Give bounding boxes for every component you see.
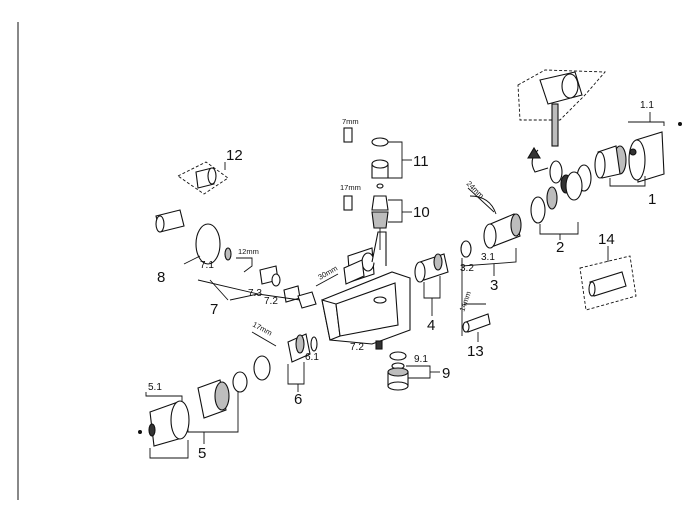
mounting-nut-part-2 bbox=[530, 171, 583, 240]
check-valve-part-3 bbox=[460, 195, 522, 276]
mixer-body bbox=[321, 231, 411, 345]
callout-11: 11 bbox=[413, 153, 429, 170]
control-handle-part-5 bbox=[138, 355, 271, 459]
callout-7-3: 7.3 bbox=[248, 288, 262, 299]
callout-9: 9 bbox=[442, 365, 450, 382]
diverter-knob-part-6 bbox=[287, 333, 318, 392]
thermostat-cartridge-part bbox=[517, 69, 606, 194]
callout-6-1: 6.1 bbox=[305, 352, 319, 363]
diverter-part-10-11 bbox=[343, 127, 412, 250]
inlet-connector-part-4 bbox=[414, 253, 449, 316]
callout-1-1: 1.1 bbox=[640, 100, 654, 111]
callout-6: 6 bbox=[294, 391, 302, 408]
extension-part-13 bbox=[461, 260, 491, 342]
tool-label-30mm: 30mm bbox=[317, 264, 340, 282]
callout-4: 4 bbox=[427, 317, 435, 334]
tool-label-12mm: 12mm bbox=[238, 247, 259, 256]
connection-part-7 bbox=[197, 259, 365, 309]
callout-12: 12 bbox=[226, 147, 243, 164]
callout-14: 14 bbox=[598, 231, 615, 248]
tool-label-17mm-top: 17mm bbox=[340, 183, 361, 192]
tool-label-17mm-left: 17mm bbox=[251, 320, 274, 338]
thermostat-handle-part bbox=[594, 112, 682, 187]
callout-7-2a: 7.2 bbox=[264, 296, 278, 307]
callout-7: 7 bbox=[210, 301, 218, 318]
wrench-17mm-left bbox=[251, 331, 277, 347]
cover-part-12 bbox=[177, 161, 229, 195]
callout-9-1: 9.1 bbox=[414, 354, 428, 365]
wrench-30mm bbox=[315, 273, 339, 287]
tool-label-7mm: 7mm bbox=[342, 117, 359, 126]
callout-10: 10 bbox=[413, 204, 430, 221]
callout-5: 5 bbox=[198, 445, 206, 462]
wrench-24mm bbox=[467, 187, 495, 213]
tool-label-14mm: 14mm bbox=[457, 290, 473, 313]
allen-key-12mm bbox=[236, 257, 253, 273]
callout-5-1: 5.1 bbox=[148, 382, 162, 393]
wall-connector-part-8 bbox=[155, 209, 232, 265]
aerator-part-9 bbox=[375, 340, 440, 391]
callout-7-1: 7.1 bbox=[200, 260, 214, 271]
callout-2: 2 bbox=[556, 239, 564, 256]
spare-part-14 bbox=[579, 246, 637, 311]
callout-8: 8 bbox=[157, 269, 165, 286]
tool-label-24mm: 24mm bbox=[465, 179, 486, 200]
callout-7-2b: 7.2 bbox=[350, 342, 364, 353]
callout-1: 1 bbox=[648, 191, 656, 208]
callout-3-1: 3.1 bbox=[481, 252, 495, 263]
callout-13: 13 bbox=[467, 343, 484, 360]
callout-3: 3 bbox=[490, 277, 498, 294]
callout-3-2: 3.2 bbox=[460, 263, 474, 274]
